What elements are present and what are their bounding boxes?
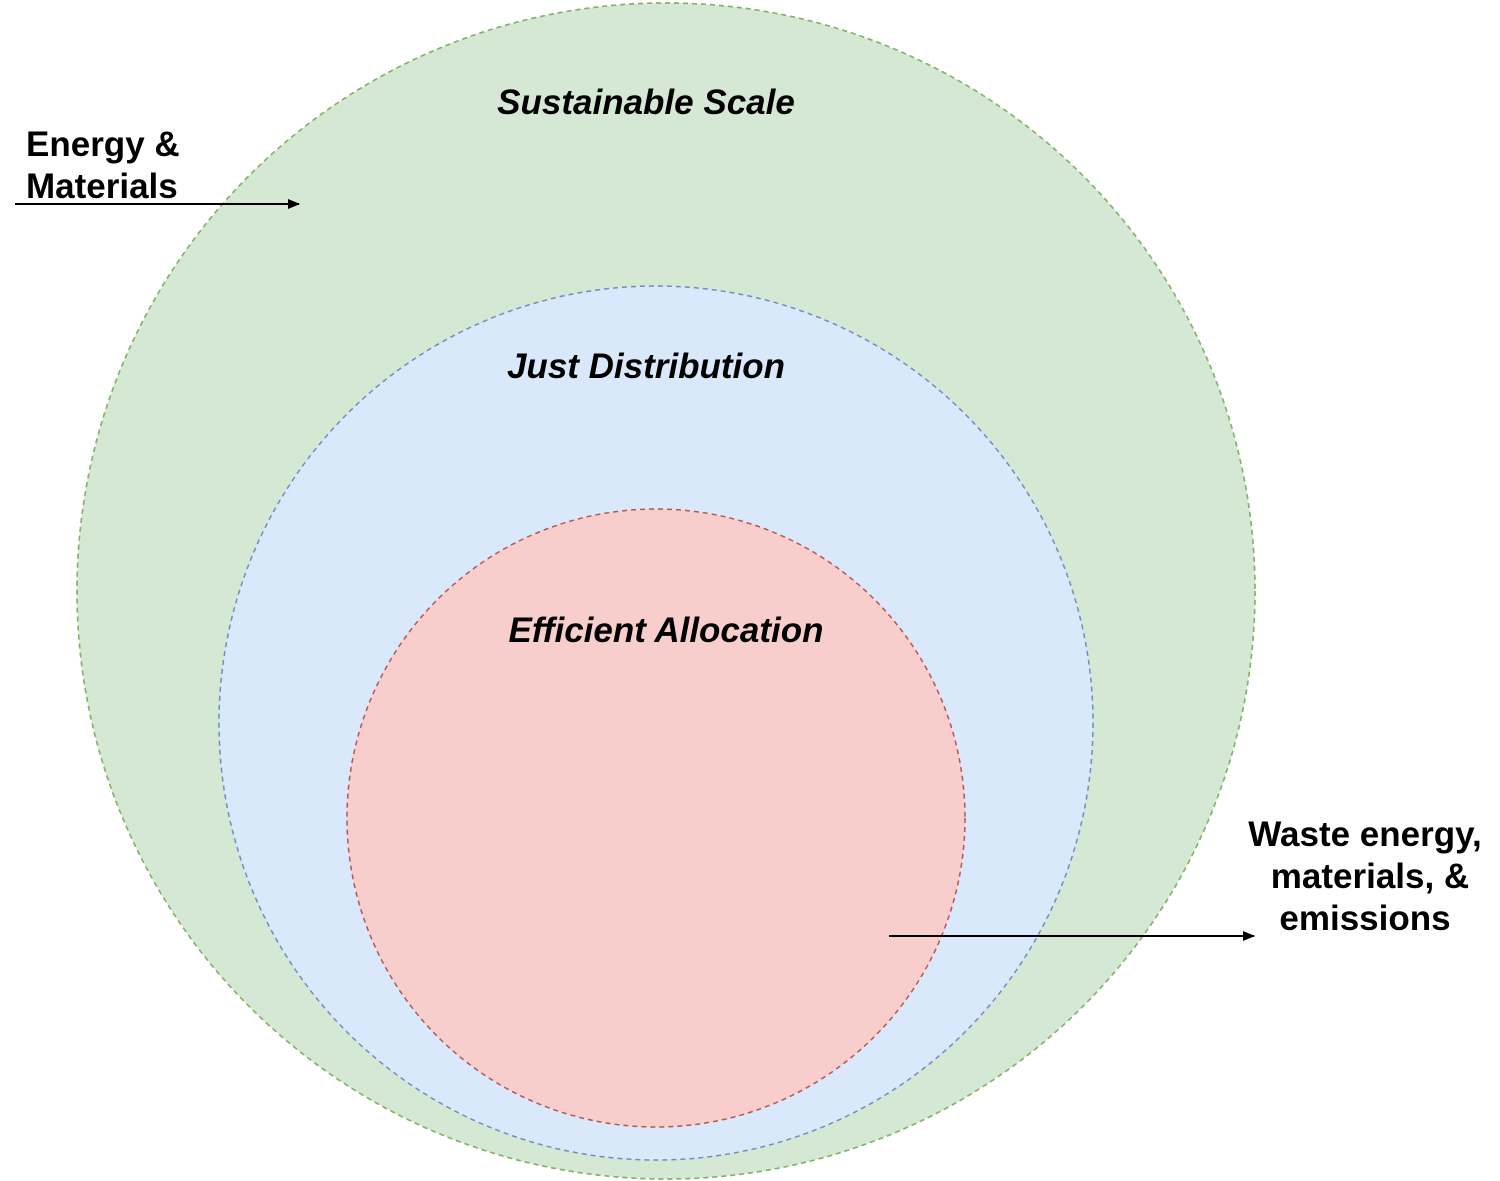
sustainable-scale-circle-stroke bbox=[76, 2, 1256, 1180]
just-distribution-label: Just Distribution bbox=[507, 347, 785, 386]
input-label-line2: Materials bbox=[26, 167, 178, 206]
sustainable-scale-label: Sustainable Scale bbox=[497, 83, 795, 122]
efficient-allocation-circle bbox=[347, 509, 965, 1127]
efficient-allocation-circle-stroke bbox=[346, 508, 966, 1128]
efficient-allocation-label: Efficient Allocation bbox=[508, 611, 823, 650]
input-label-line1: Energy & bbox=[26, 125, 180, 164]
output-label-line2: materials, & bbox=[1271, 857, 1469, 896]
just-distribution-circle-stroke bbox=[218, 285, 1094, 1161]
output-label-line3: emissions bbox=[1279, 899, 1450, 938]
output-label-line1: Waste energy, bbox=[1248, 815, 1481, 854]
